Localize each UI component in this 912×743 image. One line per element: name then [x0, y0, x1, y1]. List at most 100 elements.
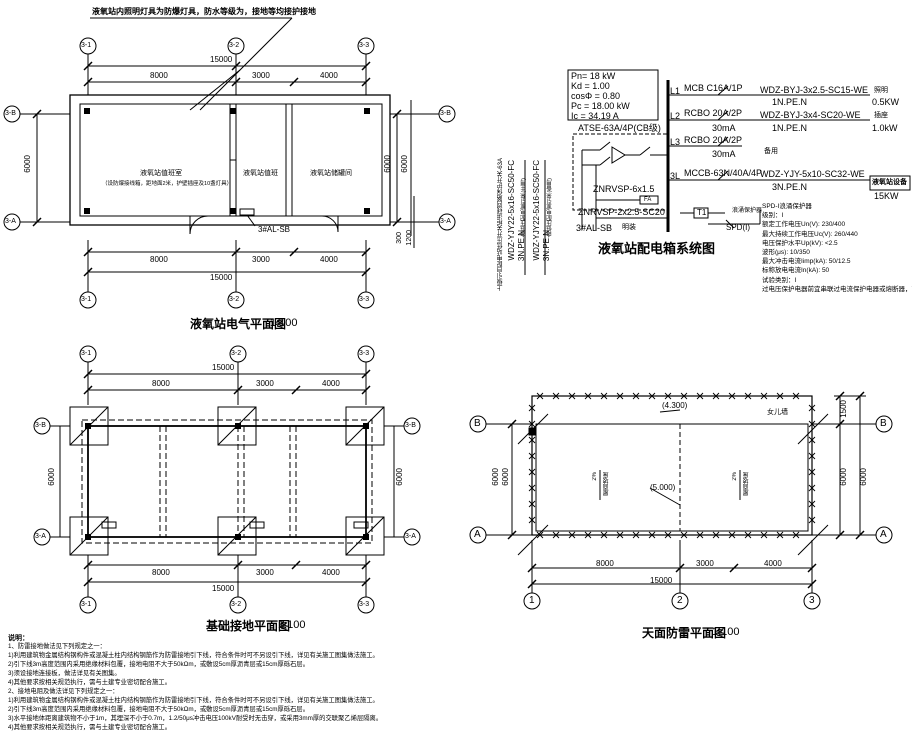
spd-spec-0: SPD-I浪涌保护器 [762, 203, 812, 210]
roof-dim-right-3: 6000 [859, 468, 868, 486]
ground-grid-bottom-2: 3-2 [231, 601, 242, 608]
lightning-clip-mark [808, 468, 816, 476]
ground-scale: 1:100 [278, 619, 306, 631]
lightning-clip-mark [648, 531, 656, 539]
circuit-l3-id: L3 [670, 137, 681, 147]
system-param-ic: Ic = 34.19 A [571, 111, 619, 121]
lightning-clip-mark [776, 392, 784, 400]
system-spd-note: 浪涌保护器 [732, 208, 763, 214]
lightning-clip-mark [536, 392, 544, 400]
plan-grid-bottom-3: 3-3 [359, 296, 370, 303]
system-param-kd: Kd = 1.00 [571, 81, 610, 91]
roof-grid-left-b: B [474, 418, 481, 429]
spd-spec-7: 标称放电电流In(kA): 50 [762, 267, 830, 275]
roof-dim-1: 8000 [596, 559, 614, 568]
roof-slope-text-1: 屋面坡度 [604, 472, 610, 496]
spd-spec-4: 电压保护水平Up(kV): <2.5 [762, 239, 838, 247]
plan-grid-right-a: 3-A [440, 218, 451, 225]
spd-spec-3: 最大持续工作电压Uc(V): 260/440 [762, 230, 858, 238]
circuit-l2-use: 插座 [874, 112, 888, 119]
system-param-pc: Pc = 18.00 kW [571, 101, 630, 111]
ground-dim-height-right: 6000 [395, 468, 404, 486]
plan-room1-label: 液氧站值班室 [140, 170, 182, 177]
plan-grid-right-b: 3-B [440, 110, 451, 117]
plan-room1-note: （设防爆接线箱，距地面2米，护壁插座及10盏灯具） [102, 181, 233, 187]
plan-title: 液氧站电气平面图 [190, 317, 287, 331]
notes-line-4: 4)其他要求按相关规范执行，需与土建专业密切配合施工。 [8, 679, 172, 686]
circuit-l3-device: RCBO 20A/2P [684, 135, 743, 145]
system-spd-specs: SPD-I浪涌保护器 级别：I 额定工作电压Un(V): 230/400 最大持… [762, 202, 912, 294]
plan-room3-label: 液氧站储罐间 [310, 170, 352, 177]
lightning-clip-mark [696, 531, 704, 539]
circuit-l3-use: 备用 [764, 148, 778, 155]
roof-parapet: 女儿墙 [767, 409, 788, 416]
roof-scale: 1:100 [712, 626, 740, 638]
plan-dim-2-top: 3000 [252, 71, 270, 80]
lightning-clip-mark [528, 436, 536, 444]
plan-dim-height-left: 6000 [23, 155, 32, 173]
plan-dim-1-top: 8000 [150, 71, 168, 80]
ground-grid-top-3: 3-3 [359, 350, 370, 357]
lightning-clip-mark [760, 531, 768, 539]
ground-grid-left-b: 3-B [35, 422, 46, 429]
lightning-clip-mark [808, 484, 816, 492]
notes-line-8: 3)水平接地体距离建筑物不小于1m，其埋深不小于0.7m，1.2/50μs冲击电… [8, 715, 383, 722]
circuit-l2-cond: 1N.PE.N [772, 123, 808, 133]
circuit-l1-cable: WDZ-BYJ-3x2.5-SC15-WE [760, 85, 869, 95]
system-feeder-3: 由低压配电室引来(主用) [521, 178, 527, 237]
lightning-clip-mark [616, 531, 624, 539]
notes-line-6: 1)利用建筑物金属结构钢构件或混凝土柱内结构钢筋作为防雷接地引下线，符合条件时可… [8, 697, 379, 704]
lightning-clip-mark [808, 516, 816, 524]
circuit-l1-device: MCB C16A/1P [684, 83, 743, 93]
lightning-clip-mark [528, 404, 536, 412]
notes-line-7: 2)引下线3m高度范围内采用绝缘材料包覆，接地电阻不大于50kΩm，或敷设5cm… [8, 706, 310, 713]
lightning-clip-mark [528, 500, 536, 508]
circuit-3l-kw: 15KW [874, 191, 899, 201]
roof-dim-total: 15000 [650, 576, 673, 585]
lightning-clip-mark [792, 531, 800, 539]
lightning-clip-mark [792, 392, 800, 400]
lightning-clip-mark [616, 392, 624, 400]
plan-dim-height-right2: 6000 [400, 155, 409, 173]
ground-grid-right-a: 3-A [405, 533, 416, 540]
roof-dim-right-1: 1500 [839, 400, 848, 418]
plan-dim-total-top: 15000 [210, 55, 233, 64]
plan-grid-top-1: 3-1 [81, 42, 92, 49]
circuit-l2-id: L2 [670, 111, 681, 121]
ground-dim-height-left: 6000 [47, 468, 56, 486]
system-spd: SPD(I) [726, 223, 750, 232]
lightning-clip-mark [712, 392, 720, 400]
plan-dim-total-bottom: 15000 [210, 273, 233, 282]
notes-line-3: 3)须设接地连接板，做法详见有关图集。 [8, 670, 121, 677]
lightning-clip-mark [552, 531, 560, 539]
circuit-l1-use: 照明 [874, 87, 888, 94]
ground-dim-2-bottom: 3000 [256, 568, 274, 577]
lightning-clip-mark [744, 392, 752, 400]
plan-scale: 1:100 [270, 317, 298, 329]
ground-grid-top-2: 3-2 [231, 350, 242, 357]
lightning-clip-mark [528, 516, 536, 524]
ground-dim-total-bottom: 15000 [212, 584, 235, 593]
circuit-l1-id: L1 [670, 86, 681, 96]
system-feeder-6: 由低压配电室引来(备用) [547, 178, 553, 237]
roof-dim-2: 3000 [696, 559, 714, 568]
lightning-clip-mark [528, 420, 536, 428]
lightning-clip-mark [680, 392, 688, 400]
lightning-clip-mark [712, 531, 720, 539]
roof-grid-right-a: A [880, 529, 887, 540]
ground-grid-bottom-1: 3-1 [81, 601, 92, 608]
lightning-clip-mark [528, 468, 536, 476]
notes-line-2: 2)引下线3m高度范围内采用绝缘材料包覆，接地电阻不大于50kΩm，或敷设5cm… [8, 661, 310, 668]
lightning-clip-mark [552, 392, 560, 400]
plan-grid-top-2: 3-2 [229, 42, 240, 49]
ground-dim-1-bottom: 8000 [152, 568, 170, 577]
spd-spec-8: 试验类别：I [762, 276, 797, 284]
roof-dim-right-2: 6000 [839, 468, 848, 486]
ground-dim-2-top: 3000 [256, 379, 274, 388]
circuit-l2-device: RCBO 20A/2P [684, 108, 743, 118]
ground-dim-1-top: 8000 [152, 379, 170, 388]
lightning-clip-mark [648, 392, 656, 400]
notes-line-1: 1)利用建筑物金属结构钢构件或混凝土柱内结构钢筋作为防雷接地引下线，符合条件时可… [8, 652, 379, 659]
